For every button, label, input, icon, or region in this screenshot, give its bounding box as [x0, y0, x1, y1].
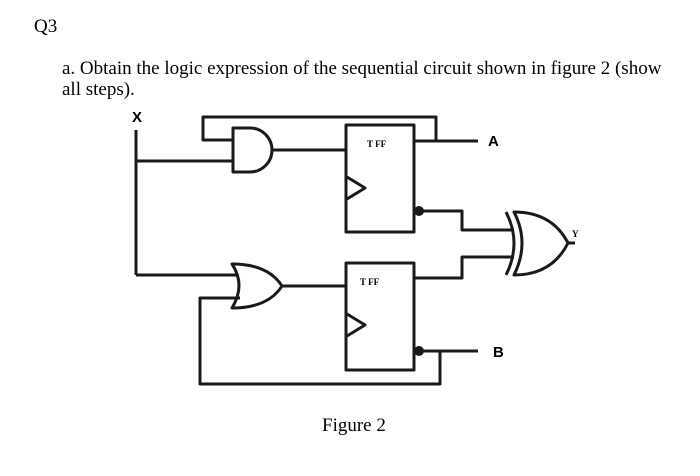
top-t-flip-flop	[344, 123, 416, 234]
bottom-ff-clock-icon	[346, 312, 367, 338]
bottom-ff-label: T FF	[360, 277, 380, 287]
or-gate	[230, 262, 284, 310]
top-ff-clock-icon	[346, 175, 367, 201]
input-x-label: X	[132, 109, 142, 126]
output-a-label: A	[488, 133, 499, 150]
output-b-label: B	[493, 344, 504, 361]
xor-gate	[512, 210, 570, 277]
top-ff-qbar-bubble	[414, 206, 424, 216]
bottom-q-to-xor-wire	[414, 255, 514, 280]
figure-caption: Figure 2	[322, 415, 386, 436]
xor-gate-back-curve	[504, 211, 516, 276]
feedback-a-wire	[201, 115, 438, 142]
bottom-ff-qbar-bubble	[414, 346, 424, 356]
top-ff-label: T FF	[367, 139, 387, 149]
feedback-b-wire	[198, 296, 442, 386]
output-y-label: Y	[572, 229, 579, 239]
top-qbar-to-xor-wire	[422, 209, 514, 232]
bottom-t-flip-flop	[344, 261, 416, 372]
question-number: Q3	[34, 16, 58, 37]
question-text: a. Obtain the logic expression of the se…	[62, 58, 662, 100]
and-gate	[231, 126, 274, 174]
